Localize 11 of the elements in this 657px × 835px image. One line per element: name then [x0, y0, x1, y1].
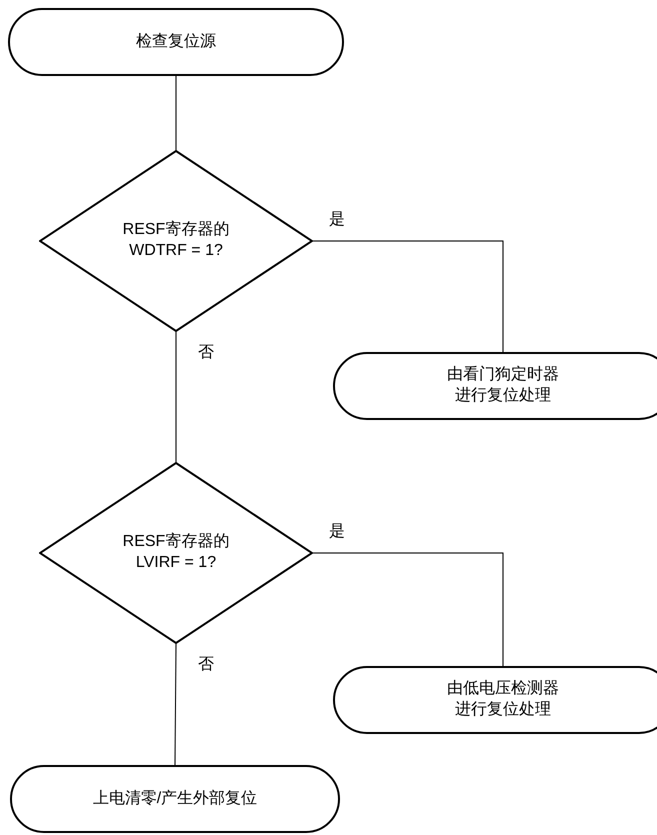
node-text: RESF寄存器的 WDTRF = 1?	[122, 220, 230, 261]
connector-line	[174, 644, 176, 766]
connector-line	[312, 552, 504, 666]
node-text: 由低电压检测器进行复位处理	[446, 679, 560, 720]
connector-line	[312, 240, 504, 352]
terminal-box	[333, 666, 657, 734]
node-text: 上电清零/产生外部复位	[92, 788, 258, 809]
node-text: RESF寄存器的 LVIRF = 1?	[122, 532, 230, 573]
terminal-box	[333, 352, 657, 420]
node-text: 检查复位源	[135, 32, 217, 52]
node-text: 由看门狗定时器进行复位处理	[446, 365, 560, 406]
